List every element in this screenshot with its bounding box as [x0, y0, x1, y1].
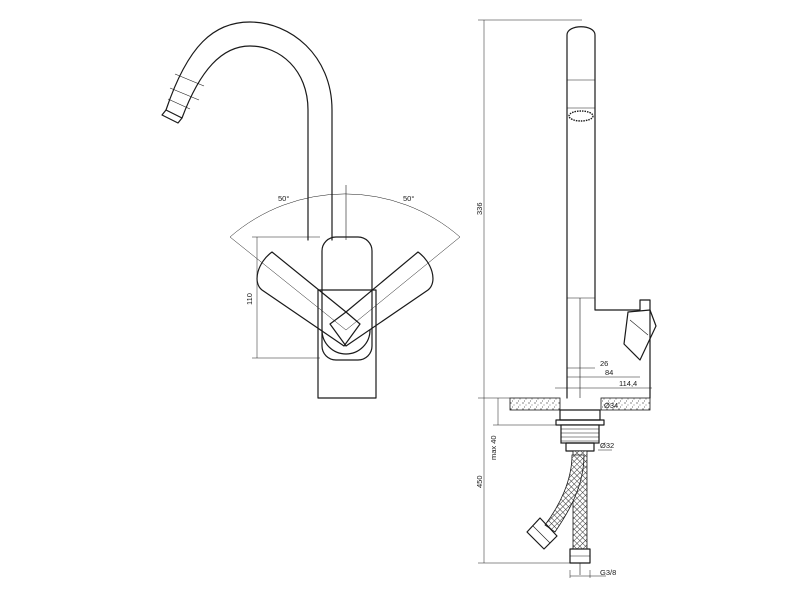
hose-connector-bent: [526, 517, 558, 550]
countertop-right: [600, 397, 651, 411]
lever-left: [256, 251, 361, 347]
dim-110-label: 110: [245, 293, 254, 305]
side-lever: [623, 309, 657, 361]
angle-right-label: 50°: [403, 194, 414, 203]
angle-left-label: 50°: [278, 194, 289, 203]
faucet-body: [321, 236, 373, 361]
countertop-left: [509, 397, 561, 411]
side-view: 26 84 114,4 Ø34 Ø32 G3/8: [475, 19, 657, 578]
mounting-nut: [559, 409, 601, 421]
dim-114-label: 114,4: [619, 379, 637, 388]
dia-34-label: Ø34: [604, 401, 618, 410]
faucet-base: [317, 289, 377, 399]
dia-32-label: Ø32: [600, 441, 614, 450]
rotation-arc: [229, 193, 461, 238]
threaded-shank: [560, 424, 600, 444]
front-view: 50° 50° 110: [161, 21, 461, 399]
spout-outline: [165, 21, 333, 241]
spout-tip: [161, 109, 183, 124]
hose-450-label: 450: [475, 475, 484, 488]
max-40-label: max 40: [489, 435, 498, 460]
dim-26-label: 26: [600, 359, 608, 368]
dim-84-label: 84: [605, 368, 613, 377]
lever-right: [329, 251, 434, 347]
side-body: [594, 299, 651, 399]
thread-label: G3/8: [600, 568, 616, 577]
dim-336-label: 336: [475, 202, 484, 215]
aerator: [568, 110, 594, 122]
hose-bent: [544, 454, 585, 533]
side-spout: [566, 26, 596, 399]
